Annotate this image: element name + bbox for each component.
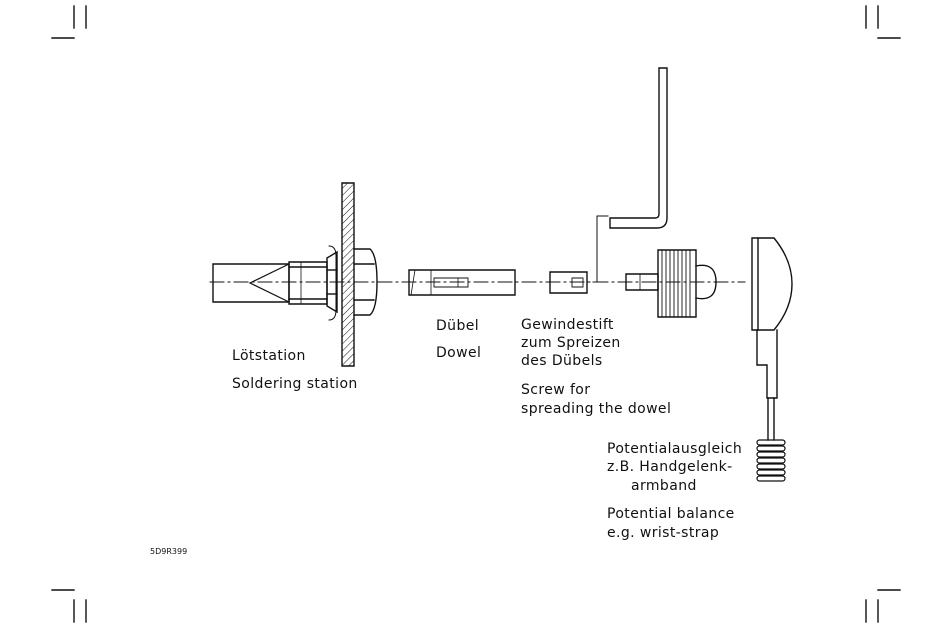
label-setscrew-en-1: Screw for [521, 381, 590, 400]
label-soldering-station-en: Soldering station [232, 375, 358, 394]
label-potential-de-1: Potentialausgleich [607, 440, 742, 459]
knurled-knob-part [626, 250, 716, 317]
hex-key-part [610, 68, 667, 228]
label-potential-de-3: armband [631, 477, 697, 496]
label-potential-de-2: z.B. Handgelenk- [607, 458, 733, 477]
label-setscrew-de-1: Gewindestift [521, 316, 614, 335]
label-potential-en-2: e.g. wrist-strap [607, 524, 719, 543]
crop-mark-bottom-left [52, 590, 86, 622]
figure-id: 5D9R399 [150, 547, 187, 556]
soldering-station-part [213, 246, 337, 320]
label-soldering-station-de: Lötstation [232, 347, 306, 366]
label-dowel-de: Dübel [436, 317, 479, 336]
label-setscrew-de-2: zum Spreizen [521, 334, 621, 353]
wrist-strap-clip-part [752, 238, 792, 481]
label-dowel-en: Dowel [436, 344, 481, 363]
leader-line [593, 216, 608, 282]
crop-mark-top-left [52, 6, 86, 38]
crop-mark-bottom-right [866, 590, 900, 622]
label-setscrew-de-3: des Dübels [521, 352, 603, 371]
mounting-panel [342, 183, 354, 366]
label-setscrew-en-2: spreading the dowel [521, 400, 671, 419]
crop-mark-top-right [866, 6, 900, 38]
label-potential-en-1: Potential balance [607, 505, 735, 524]
